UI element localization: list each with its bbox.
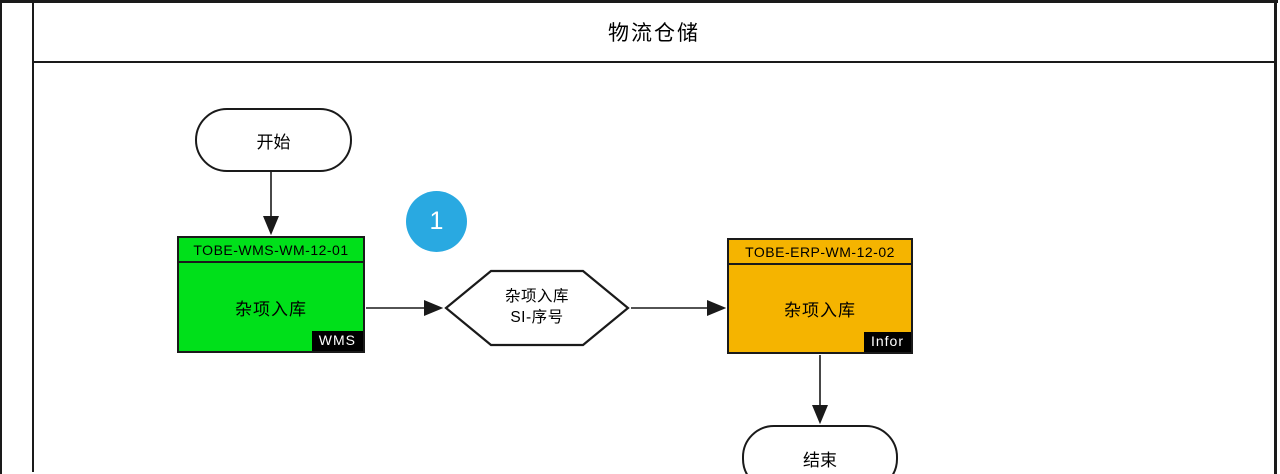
lane-header-divider [32, 0, 34, 472]
wms-system-tag: WMS [311, 331, 363, 351]
wms-process-header: TOBE-WMS-WM-12-01 [179, 238, 363, 263]
frame-left-border [0, 0, 2, 474]
title-separator-line [33, 61, 1275, 63]
start-node: 开始 [195, 108, 352, 172]
hexagon-shape [444, 269, 630, 347]
hexagon-label-line2: SI-序号 [510, 309, 564, 326]
hexagon-label-line1: 杂项入库 [504, 288, 569, 306]
erp-system-tag: Infor [863, 332, 911, 352]
wms-process-node: TOBE-WMS-WM-12-01 杂项入库 WMS [177, 236, 365, 353]
frame-right-border [1274, 2, 1277, 474]
erp-process-header: TOBE-ERP-WM-12-02 [729, 240, 911, 265]
frame-top-border [0, 0, 1278, 3]
start-label: 开始 [256, 132, 291, 152]
step-number-badge: 1 [406, 191, 467, 252]
step-number: 1 [429, 207, 444, 235]
lane-title: 物流仓储 [608, 21, 700, 45]
end-node: 结束 [742, 425, 898, 474]
hexagon-label: 杂项入库 SI-序号 [444, 269, 630, 347]
end-label: 结束 [803, 450, 837, 470]
hexagon-connector-node: 杂项入库 SI-序号 [444, 269, 630, 347]
erp-process-node: TOBE-ERP-WM-12-02 杂项入库 Infor [727, 238, 913, 354]
hexagon-outline [444, 269, 630, 347]
